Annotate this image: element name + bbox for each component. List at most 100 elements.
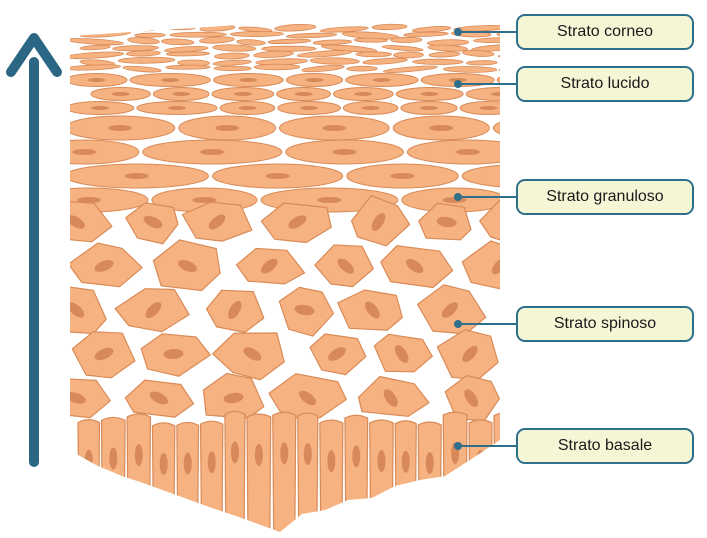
leader-dot-basale — [454, 442, 462, 450]
corneum-flake — [466, 60, 497, 65]
stratum-lucidum-cells — [66, 74, 550, 115]
label-strato-basale: Strato basale — [516, 428, 694, 464]
label-strato-spinoso: Strato spinoso — [516, 306, 694, 342]
granulosum-nucleus — [72, 149, 96, 155]
basale-cell — [177, 422, 199, 538]
label-strato-corneo: Strato corneo — [516, 14, 694, 50]
corneum-flake — [394, 52, 424, 58]
basale-cell — [418, 422, 441, 538]
basale-cell — [225, 411, 245, 538]
lucidum-nucleus — [373, 78, 391, 82]
spinosum-nucleus — [504, 211, 523, 233]
corneum-flake — [118, 57, 174, 64]
lucidum-nucleus — [300, 106, 318, 110]
lucidum-nucleus — [112, 92, 130, 96]
basale-cell — [201, 421, 223, 538]
basale-cell — [370, 420, 394, 538]
corneum-flake — [214, 66, 251, 71]
granulosum-nucleus — [215, 125, 239, 131]
lucidum-nucleus — [305, 78, 323, 82]
basale-nucleus — [231, 441, 239, 463]
lucidum-nucleus — [295, 92, 313, 96]
basale-nucleus — [184, 452, 192, 474]
granulosum-nucleus — [333, 149, 357, 155]
corneum-flake — [254, 64, 300, 70]
lucidum-nucleus — [238, 106, 256, 110]
basale-cell — [494, 413, 515, 538]
basale-cell — [78, 420, 99, 538]
basale-nucleus — [426, 452, 434, 474]
granulosum-nucleus — [125, 173, 149, 179]
lucidum-nucleus — [234, 92, 252, 96]
basale-nucleus — [402, 451, 410, 473]
leader-dot-spinoso — [454, 320, 462, 328]
basale-cell — [101, 417, 125, 538]
lucidum-nucleus — [479, 106, 497, 110]
corneum-flake — [135, 33, 166, 38]
lucidum-nucleus — [354, 92, 372, 96]
basale-nucleus — [280, 442, 288, 464]
corneum-flake — [413, 59, 463, 65]
basale-cell — [127, 414, 150, 538]
corneum-flake — [443, 66, 497, 73]
corneum-flake — [112, 25, 155, 32]
lucidum-nucleus — [91, 106, 109, 110]
corneum-flake — [354, 38, 387, 43]
corneum-flake — [391, 37, 422, 43]
basale-nucleus — [352, 445, 360, 467]
lucidum-nucleus — [161, 78, 179, 82]
granulosum-nucleus — [390, 173, 414, 179]
basale-nucleus — [255, 444, 263, 466]
lucidum-nucleus — [362, 106, 380, 110]
label-strato-lucido: Strato lucido — [516, 66, 694, 102]
lucidum-nucleus — [421, 92, 439, 96]
corneum-flake — [502, 57, 558, 66]
leader-dot-corneo — [454, 28, 462, 36]
basale-nucleus — [160, 453, 168, 475]
basale-cell — [273, 412, 296, 538]
basale-nucleus — [377, 450, 385, 472]
leader-dot-granuloso — [454, 193, 462, 201]
granulosum-nucleus — [266, 173, 290, 179]
granulosum-cell — [493, 116, 608, 140]
label-strato-granuloso: Strato granuloso — [516, 179, 694, 215]
lucidum-nucleus — [172, 92, 190, 96]
granulosum-nucleus — [456, 149, 480, 155]
corneum-flake — [347, 66, 378, 71]
lucidum-nucleus — [239, 78, 257, 82]
lucidum-nucleus — [168, 106, 186, 110]
basale-cell — [443, 412, 467, 538]
direction-arrow — [11, 38, 57, 462]
basale-cell — [298, 413, 318, 538]
corneum-flake — [356, 52, 392, 57]
lucidum-nucleus — [420, 106, 438, 110]
basale-cell — [469, 420, 492, 538]
basale-nucleus — [135, 444, 143, 466]
granulosum-nucleus — [322, 125, 346, 131]
basale-nucleus — [304, 443, 312, 465]
lucidum-nucleus — [87, 78, 105, 82]
leader-dot-lucido — [454, 80, 462, 88]
lucidum-nucleus — [491, 92, 509, 96]
corneum-flake — [166, 65, 210, 69]
granulosum-nucleus — [317, 197, 341, 203]
basale-cell — [247, 414, 271, 538]
corneum-flake — [66, 23, 109, 31]
basale-nucleus — [477, 450, 485, 472]
basale-nucleus — [85, 450, 93, 472]
basale-cell — [320, 420, 343, 538]
basale-cell — [345, 415, 368, 538]
granulosum-nucleus — [539, 125, 563, 131]
basale-nucleus — [208, 451, 216, 473]
granulosum-nucleus — [108, 125, 132, 131]
corneum-flake — [159, 23, 196, 30]
basale-cell — [395, 421, 416, 538]
granulosum-nucleus — [429, 125, 453, 131]
granulosum-nucleus — [200, 149, 224, 155]
corneum-flake — [262, 46, 317, 51]
basale-nucleus — [327, 450, 335, 472]
corneum-flake — [230, 31, 283, 37]
basale-nucleus — [109, 447, 117, 469]
corneum-flake — [498, 52, 535, 59]
